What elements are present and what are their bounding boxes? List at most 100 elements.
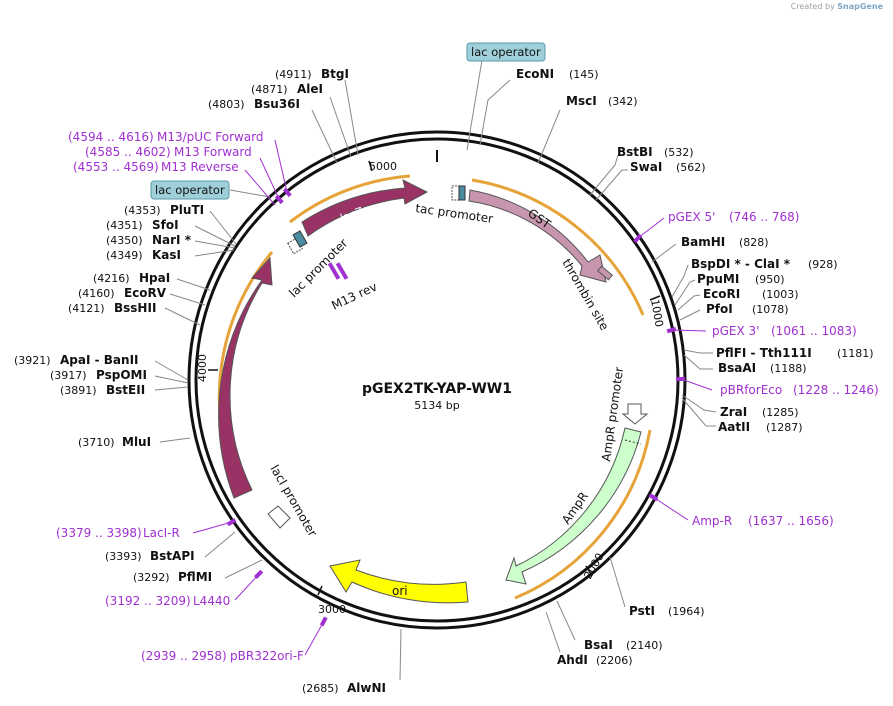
enzyme-pluti-pos: (4353) <box>124 204 161 217</box>
primer-pbr322ori-f-range: (2939 .. 2958) <box>141 649 227 663</box>
enzyme-apai-banii-pos: (3921) <box>14 354 51 367</box>
enzyme-mlui-pos: (3710) <box>78 436 115 449</box>
enzyme-pfoi[interactable]: PfoI <box>706 302 733 316</box>
scale-ticks <box>208 160 661 596</box>
enzyme-bstapi-pos: (3393) <box>105 550 142 563</box>
enzyme-btgi[interactable]: BtgI <box>321 67 349 81</box>
primer-m13fwd[interactable]: M13 Forward <box>174 145 252 159</box>
enzyme-pflfi-tth111i[interactable]: PflFI - Tth111I <box>716 346 812 360</box>
enzyme-bsaai-pos: (1188) <box>770 362 807 375</box>
enzyme-econi[interactable]: EcoNI <box>516 67 554 81</box>
enzyme-ahdi-pos: (2206) <box>596 654 633 667</box>
lac-operator-top-label: lac operator <box>471 45 541 59</box>
enzyme-swai-pos: (562) <box>676 161 706 174</box>
enzyme-bsteii-pos: (3891) <box>60 384 97 397</box>
enzyme-hpai-pos: (4216) <box>93 272 130 285</box>
primer-pbrforeco[interactable]: pBRforEco <box>720 383 782 397</box>
primer-m13puc-range: (4594 .. 4616) <box>68 130 154 144</box>
enzyme-alei[interactable]: AleI <box>297 82 323 96</box>
feature-tac-operator-box[interactable] <box>458 185 466 201</box>
enzyme-bamhi[interactable]: BamHI <box>681 235 725 249</box>
enzyme-ppumi-pos: (950) <box>755 273 785 286</box>
primer-ampr-range: (1637 .. 1656) <box>748 514 834 528</box>
enzyme-bsu36i-pos: (4803) <box>208 98 245 111</box>
primer-m13rev-range: (4553 .. 4569) <box>73 160 159 174</box>
enzyme-sfoi[interactable]: SfoI <box>152 218 179 232</box>
feature-label-ori: ori <box>392 584 408 598</box>
enzyme-ecorv[interactable]: EcoRV <box>124 286 167 300</box>
enzyme-bsai[interactable]: BsaI <box>584 638 613 652</box>
enzyme-ecori[interactable]: EcoRI <box>703 287 740 301</box>
enzyme-msci-pos: (342) <box>608 95 638 108</box>
enzyme-nari[interactable]: NarI * <box>152 233 192 247</box>
lac-operator-left-box[interactable] <box>150 180 230 200</box>
enzyme-hpai[interactable]: HpaI <box>139 271 170 285</box>
enzyme-apai-banii[interactable]: ApaI - BanII <box>60 353 139 367</box>
enzyme-nari-pos: (4350) <box>106 234 143 247</box>
enzyme-pflmi[interactable]: PflMI <box>178 570 212 584</box>
feature-m13-rev-a[interactable] <box>327 262 341 280</box>
enzyme-pfoi-pos: (1078) <box>752 303 789 316</box>
enzyme-ecori-pos: (1003) <box>762 288 799 301</box>
enzyme-pluti[interactable]: PluTI <box>170 203 204 217</box>
enzyme-zrai[interactable]: ZraI <box>720 405 747 419</box>
feature-label-laci-promoter: lacI promoter <box>267 463 319 540</box>
tick-label-1000: 1000 <box>648 298 666 328</box>
lac-operator-top-box[interactable] <box>466 42 546 62</box>
feature-ori[interactable] <box>329 559 469 604</box>
tick-label-3000: 3000 <box>318 603 346 616</box>
enzyme-bsteii[interactable]: BstEII <box>106 383 145 397</box>
feature-label-tac-promoter: tac promoter <box>415 201 494 226</box>
feature-lac-operator-box[interactable] <box>292 230 308 248</box>
enzyme-bstapi[interactable]: BstAPI <box>150 549 195 563</box>
enzyme-btgi-pos: (4911) <box>275 68 312 81</box>
enzyme-aatii-pos: (1287) <box>766 421 803 434</box>
enzyme-bsu36i[interactable]: Bsu36I <box>254 97 300 111</box>
enzyme-psti[interactable]: PstI <box>629 604 655 618</box>
primer-l4440[interactable]: L4440 <box>193 594 230 608</box>
enzyme-pspomi[interactable]: PspOMI <box>96 368 147 382</box>
enzyme-leaders <box>154 59 717 681</box>
enzyme-mlui[interactable]: MluI <box>122 435 151 449</box>
primer-pgex5[interactable]: pGEX 5' <box>668 210 715 224</box>
orf-arc-gst <box>471 178 645 316</box>
primer-laci-r-range: (3379 .. 3398) <box>56 526 142 540</box>
tick-label-4000: 4000 <box>196 354 209 382</box>
enzyme-bstbi-pos: (532) <box>664 146 694 159</box>
enzyme-bamhi-pos: (828) <box>739 236 769 249</box>
enzyme-bstbi[interactable]: BstBI <box>617 145 653 159</box>
feature-thrombin[interactable] <box>597 265 613 281</box>
primer-pgex3[interactable]: pGEX 3' <box>712 324 759 338</box>
feature-label-laci: lacI <box>231 378 246 398</box>
primer-ampr[interactable]: Amp-R <box>692 514 732 528</box>
primer-pbr322ori-f[interactable]: pBR322ori-F <box>230 649 304 663</box>
primer-l4440-range: (3192 .. 3209) <box>105 594 191 608</box>
enzyme-aatii[interactable]: AatII <box>718 420 750 434</box>
enzyme-bsshii[interactable]: BssHII <box>114 301 156 315</box>
enzyme-bsaai[interactable]: BsaAI <box>718 361 756 375</box>
feature-ampr-promoter[interactable] <box>621 403 649 425</box>
feature-gst[interactable] <box>468 189 607 283</box>
enzyme-bspdi-clai[interactable]: BspDI * - ClaI * <box>691 257 791 271</box>
enzyme-bsshii-pos: (4121) <box>68 302 105 315</box>
primer-m13puc[interactable]: M13/pUC Forward <box>157 130 264 144</box>
enzyme-bspdi-clai-pos: (928) <box>808 258 838 271</box>
primer-laci-r[interactable]: LacI-R <box>143 526 180 540</box>
enzyme-swai[interactable]: SwaI <box>630 160 662 174</box>
enzyme-alwni[interactable]: AlwNI <box>347 681 386 695</box>
enzyme-econi-pos: (145) <box>569 68 599 81</box>
feature-m13-rev-b[interactable] <box>335 262 349 280</box>
tick-label-5000: 5000 <box>369 160 397 173</box>
primer-m13rev[interactable]: M13 Reverse <box>161 160 239 174</box>
enzyme-msci[interactable]: MscI <box>566 94 597 108</box>
enzyme-pspomi-pos: (3917) <box>50 369 87 382</box>
ampr-dotted <box>624 439 642 445</box>
feature-ampr[interactable] <box>505 427 642 585</box>
feature-lacz[interactable] <box>301 179 429 237</box>
feature-laci-promoter[interactable] <box>267 505 291 529</box>
enzyme-kasi[interactable]: KasI <box>152 248 181 262</box>
enzyme-ppumi[interactable]: PpuMI <box>697 272 739 286</box>
enzyme-ahdi[interactable]: AhdI <box>557 653 588 667</box>
feature-laci[interactable] <box>218 256 273 499</box>
